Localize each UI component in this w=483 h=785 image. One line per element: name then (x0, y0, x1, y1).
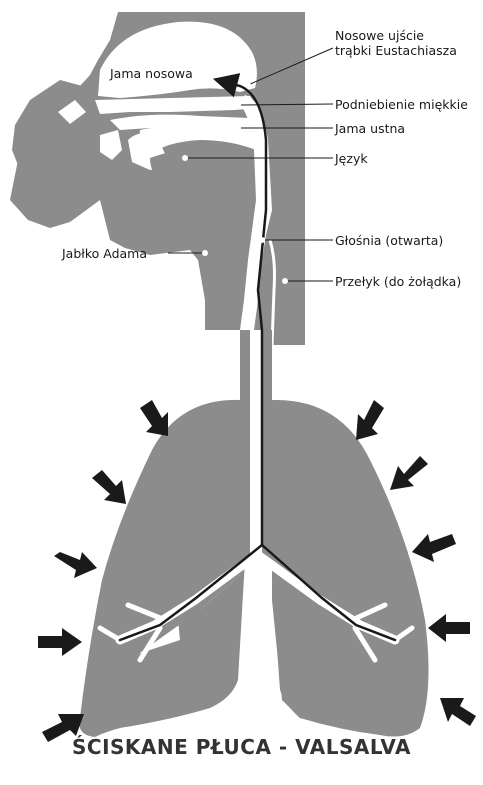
pressure-arrow-icon (440, 698, 476, 726)
eustachian-label-line2: trąbki Eustachiasza (335, 43, 457, 58)
glottis-label: Głośnia (otwarta) (335, 233, 443, 248)
diagram-title: ŚCISKANE PŁUCA - VALSALVA (0, 735, 483, 759)
pressure-arrow-icon (38, 628, 82, 656)
head-cross-section (10, 12, 305, 345)
pressure-arrow-icon (54, 552, 97, 578)
pressure-arrow-icon (428, 614, 470, 642)
oral-cavity-label: Jama ustna (335, 121, 405, 136)
nasal-cavity-label: Jama nosowa (110, 66, 193, 81)
pressure-arrow-icon (412, 534, 456, 562)
adams-apple-label: Jabłko Adama (62, 246, 147, 261)
tongue-label: Język (335, 151, 368, 166)
pressure-arrow-icon (390, 456, 428, 490)
pressure-arrow-icon (356, 400, 384, 440)
eustachian-label-line1: Nosowe ujście (335, 28, 457, 43)
soft-palate-label: Podniebienie miękkie (335, 97, 468, 112)
pressure-arrow-icon (92, 470, 126, 504)
eustachian-tube-label: Nosowe ujście trąbki Eustachiasza (335, 28, 457, 58)
pressure-arrow-icon (140, 400, 168, 436)
esophagus-label: Przełyk (do żołądka) (335, 274, 461, 289)
